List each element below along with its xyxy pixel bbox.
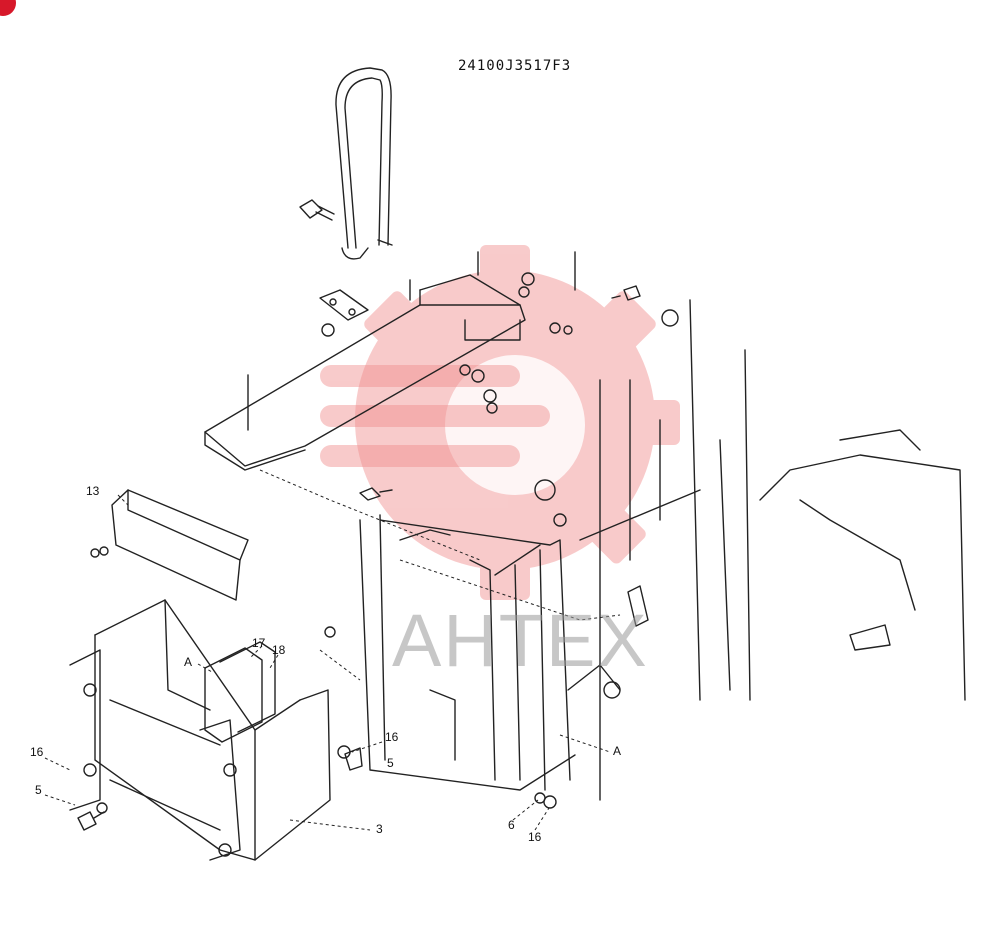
part-code: 24100J3517F3 [458,58,572,74]
washers-bottom [534,792,557,809]
angle-plate [90,489,249,601]
callout-16-bottom: 16 [528,830,542,844]
bolt-handle [299,199,335,221]
bolt-bottom-mid [337,745,363,771]
engine-assembly [534,299,966,701]
washers [324,272,573,638]
mount-bracket [69,599,331,861]
callout-18: 18 [272,643,286,657]
handrail [335,67,393,260]
callout-17: 17 [252,636,266,650]
corner-badge [0,0,16,16]
watermark-stripes [320,365,550,467]
watermark-gear-hole [445,355,585,495]
main-frame [359,379,701,801]
callout-a-left: A [184,655,193,669]
callout-16-mid: 16 [385,730,399,744]
watermark-text: AHTEX [392,599,649,682]
cover-plate [204,251,576,471]
callout-5-left: 5 [35,783,42,797]
callout-a-right: A [613,744,622,758]
callout-13: 13 [86,484,100,498]
callout-6: 6 [508,818,515,832]
callout-5-mid: 5 [387,756,394,770]
shim-plates [204,641,276,743]
bolt-bottom-left [77,802,108,831]
leader-lines [44,469,621,831]
small-bracket [319,289,369,337]
bolts-top [359,285,641,501]
callout-3: 3 [376,822,383,836]
callout-16-left: 16 [30,745,44,759]
